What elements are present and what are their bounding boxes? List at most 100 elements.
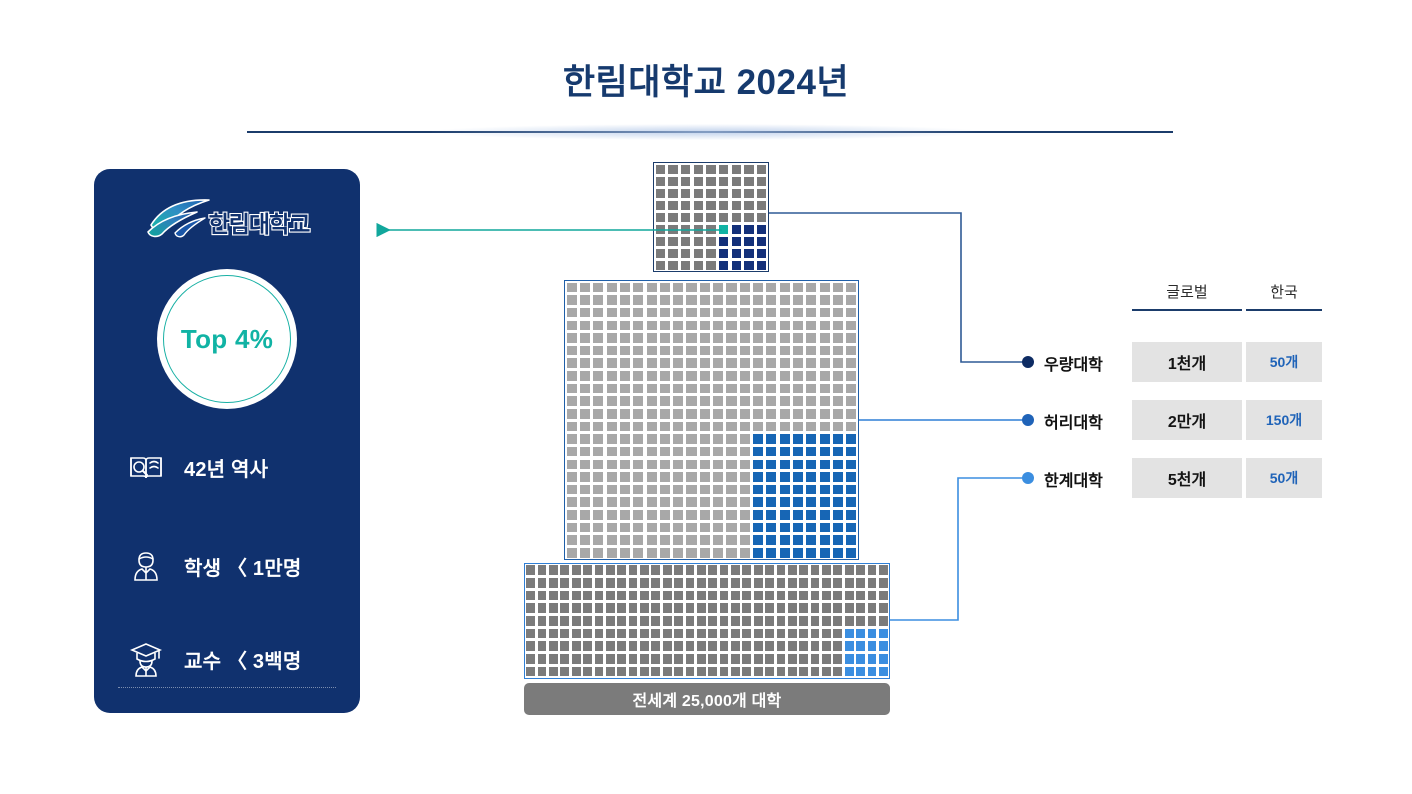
- waffle-cell: [698, 534, 711, 547]
- waffle-cell: [698, 508, 711, 521]
- table-row: 우량대학 1천개 50개: [1022, 342, 1322, 382]
- waffle-cell: [605, 546, 618, 559]
- waffle-cell: [738, 382, 751, 395]
- book-search-icon: [130, 457, 162, 479]
- waffle-cell: [685, 521, 698, 534]
- waffle-cell: [593, 589, 604, 602]
- waffle-cell: [818, 483, 831, 496]
- waffle-cell: [738, 420, 751, 433]
- waffle-cell: [832, 577, 843, 590]
- waffle-cell: [632, 496, 645, 509]
- column-header-global-label: 글로벌: [1166, 284, 1208, 301]
- waffle-cell: [618, 521, 631, 534]
- waffle-cell: [805, 458, 818, 471]
- waffle-cell: [618, 344, 631, 357]
- waffle-cell: [738, 521, 751, 534]
- waffle-cell: [672, 332, 685, 345]
- waffle-cell: [645, 534, 658, 547]
- waffle-cell: [582, 653, 593, 666]
- waffle-cell: [618, 382, 631, 395]
- waffle-cell: [751, 306, 764, 319]
- waffle-cell: [658, 306, 671, 319]
- waffle-cell: [730, 564, 741, 577]
- waffle-cell: [616, 602, 627, 615]
- waffle-cell: [809, 653, 820, 666]
- waffle-cell: [765, 281, 778, 294]
- waffle-cell: [618, 483, 631, 496]
- waffle-cell: [605, 496, 618, 509]
- waffle-cell: [548, 577, 559, 590]
- waffle-cell: [791, 458, 804, 471]
- waffle-cell: [672, 281, 685, 294]
- waffle-cell: [844, 627, 855, 640]
- waffle-cell: [778, 369, 791, 382]
- waffle-cell: [627, 627, 638, 640]
- tier-korea-count: 50개: [1246, 458, 1322, 498]
- waffle-cell: [632, 294, 645, 307]
- waffle-cell: [650, 564, 661, 577]
- waffle-cell: [692, 199, 705, 211]
- waffle-cell: [616, 640, 627, 653]
- waffle-cell: [578, 471, 591, 484]
- waffle-cell: [818, 471, 831, 484]
- waffle-cell: [632, 306, 645, 319]
- waffle-cell: [662, 564, 673, 577]
- waffle-cell: [605, 395, 618, 408]
- table-row: 한계대학 5천개 50개: [1022, 458, 1322, 498]
- waffle-cell: [679, 259, 692, 271]
- waffle-cell: [593, 564, 604, 577]
- waffle-cell: [672, 319, 685, 332]
- waffle-cell: [605, 306, 618, 319]
- waffle-cell: [525, 564, 536, 577]
- stat-row-professors: 교수 〈 3백명: [94, 627, 360, 691]
- waffle-cell: [730, 247, 743, 259]
- waffle-cell: [831, 496, 844, 509]
- waffle-cell: [831, 534, 844, 547]
- hallym-wave-logo-icon: [146, 199, 210, 238]
- waffle-cell: [632, 420, 645, 433]
- waffle-cell: [565, 433, 578, 446]
- waffle-cell: [712, 332, 725, 345]
- waffle-cell: [658, 534, 671, 547]
- waffle-cell: [685, 332, 698, 345]
- waffle-cell: [658, 382, 671, 395]
- waffle-cell: [565, 344, 578, 357]
- waffle-cell: [645, 281, 658, 294]
- waffle-cell: [605, 615, 616, 628]
- waffle-cell: [818, 546, 831, 559]
- waffle-cell: [751, 382, 764, 395]
- waffle-cell: [592, 471, 605, 484]
- waffle-cell: [654, 211, 667, 223]
- waffle-cell: [673, 615, 684, 628]
- waffle-cell: [730, 589, 741, 602]
- waffle-cell: [707, 564, 718, 577]
- waffle-cell: [818, 306, 831, 319]
- waffle-cell: [692, 247, 705, 259]
- waffle-cell: [658, 521, 671, 534]
- waffle-cell: [725, 433, 738, 446]
- waffle-cell: [712, 483, 725, 496]
- university-logo-wordmark: 한림대학교: [207, 209, 311, 237]
- waffle-cell: [698, 471, 711, 484]
- waffle-cell: [738, 395, 751, 408]
- waffle-cell: [765, 332, 778, 345]
- waffle-cell: [712, 458, 725, 471]
- waffle-cell: [778, 407, 791, 420]
- legend-dot-icon: [1022, 356, 1034, 368]
- waffle-cell: [618, 546, 631, 559]
- waffle-cell: [618, 433, 631, 446]
- waffle-cell: [755, 163, 768, 175]
- waffle-cell: [698, 496, 711, 509]
- waffle-cell: [582, 615, 593, 628]
- waffle-cell: [844, 602, 855, 615]
- stat-label-history: 42년 역사: [184, 458, 269, 481]
- waffle-cell: [741, 602, 752, 615]
- waffle-cell: [667, 247, 680, 259]
- waffle-cell: [632, 395, 645, 408]
- waffle-cell: [743, 211, 756, 223]
- waffle-cell: [605, 653, 616, 666]
- waffle-cell: [639, 602, 650, 615]
- waffle-cell: [712, 344, 725, 357]
- waffle-cell: [712, 306, 725, 319]
- waffle-cell: [650, 640, 661, 653]
